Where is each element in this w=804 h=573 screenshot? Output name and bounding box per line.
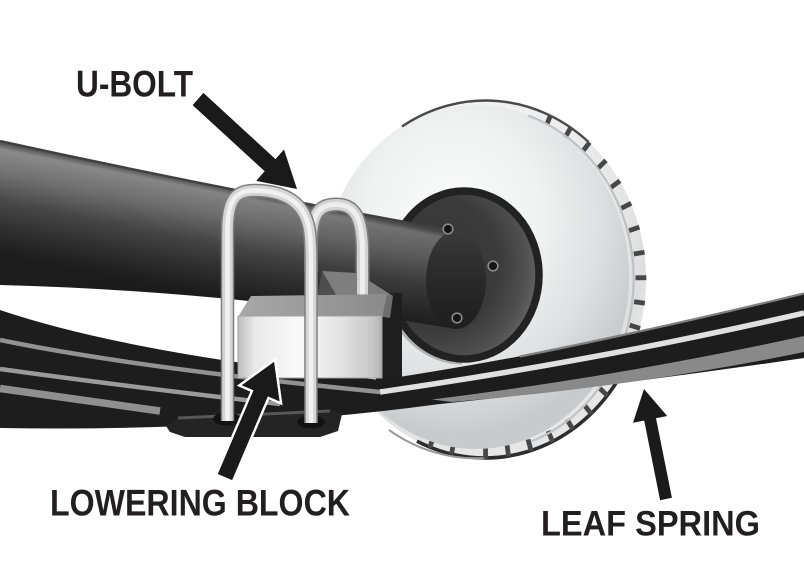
svg-text:LEAF SPRING: LEAF SPRING	[541, 503, 760, 543]
svg-text:U-BOLT: U-BOLT	[76, 62, 193, 104]
svg-text:LOWERING BLOCK: LOWERING BLOCK	[50, 482, 350, 523]
